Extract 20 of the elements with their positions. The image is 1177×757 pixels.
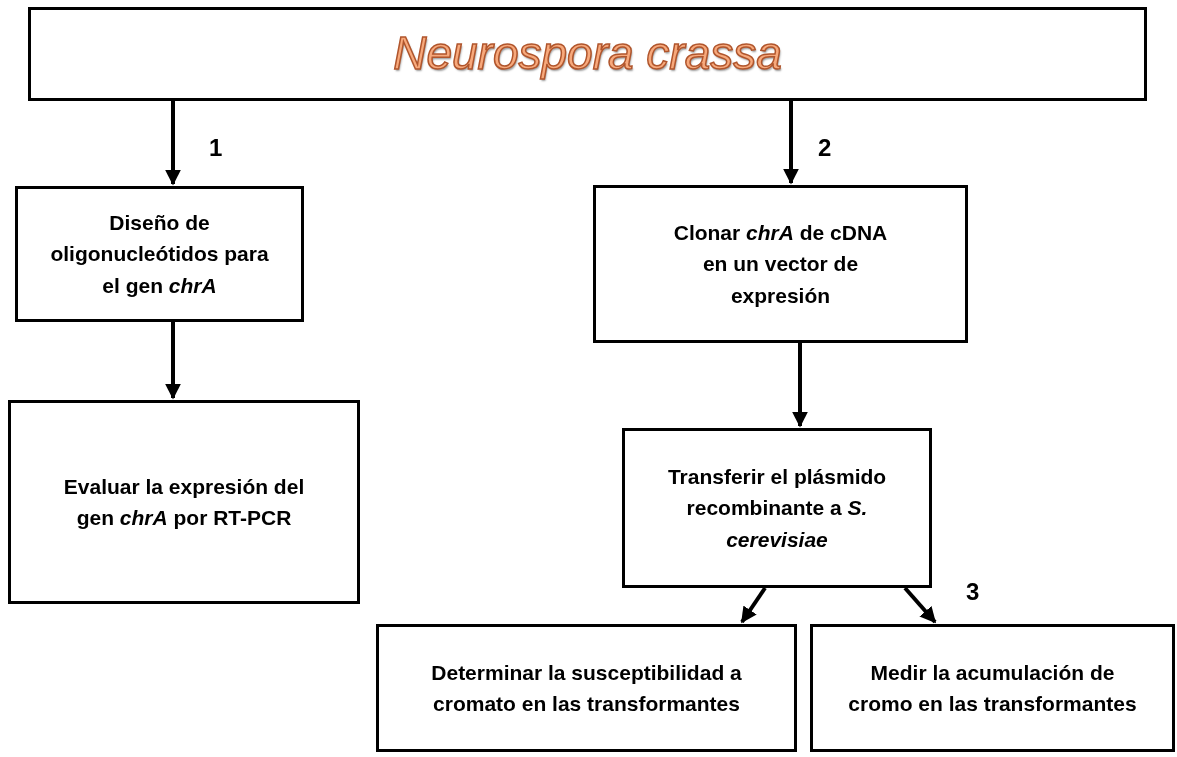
box-text: Clonar chrA de cDNA en un vector de expresión	[672, 219, 889, 309]
process-box	[15, 186, 304, 322]
box-text: Diseño de oligonucleótidos para el gen chrA	[49, 209, 270, 299]
arrow	[792, 343, 808, 428]
title-text: Neurospora crassa	[393, 26, 782, 82]
box-text: Transferir el plásmido recombinante a S. cerevisiae	[666, 463, 888, 553]
process-box	[593, 185, 968, 343]
arrow	[903, 586, 937, 624]
process-box	[376, 624, 797, 752]
process-box	[8, 400, 360, 604]
process-box	[622, 428, 932, 588]
arrow	[783, 101, 799, 185]
box-text: Medir la acumulación de cromo en las transformantes	[847, 659, 1138, 717]
arrow	[165, 101, 181, 186]
box-text: Determinar la susceptibilidad a cromato en las transformantes	[430, 659, 743, 717]
box-text: Evaluar la expresión del gen chrA por RT-PCR	[62, 473, 306, 531]
arrow	[165, 322, 181, 400]
title-box	[28, 7, 1147, 101]
process-box	[810, 624, 1175, 752]
arrow	[740, 586, 767, 624]
